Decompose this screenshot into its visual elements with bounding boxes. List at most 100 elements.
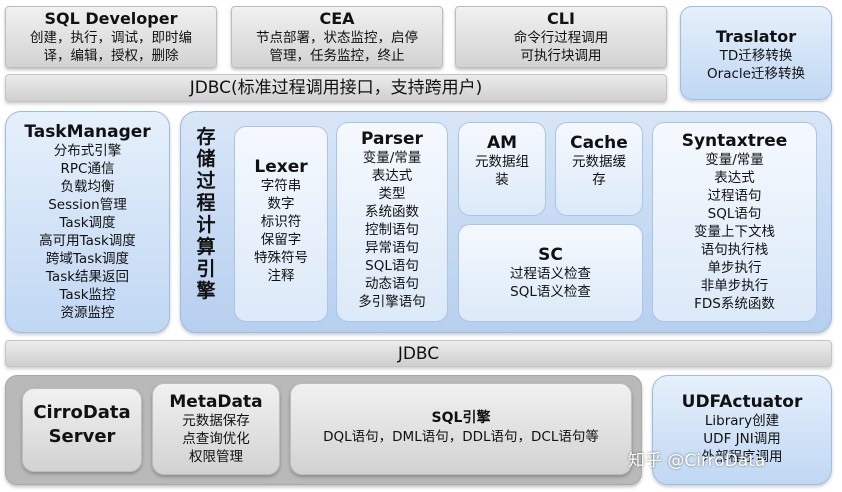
engine-char-4: 程 xyxy=(196,192,216,214)
parser-title: Parser xyxy=(361,129,423,149)
lexer-line-3: 标识符 xyxy=(260,214,302,230)
parser-line-2: 表达式 xyxy=(371,168,413,184)
engine-char-3: 过 xyxy=(196,170,216,192)
parser-box: Parser 变量/常量 表达式 类型 系统函数 控制语句 异常语句 SQL语句… xyxy=(336,122,448,322)
cea-box: CEA 节点部署，状态监控，启停 管理，任务监控，终止 xyxy=(231,6,443,68)
jdbc-mid-label: JDBC xyxy=(397,344,440,364)
parser-line-9: 多引擎语句 xyxy=(358,294,426,310)
sql-developer-title: SQL Developer xyxy=(44,9,178,28)
sc-title: SC xyxy=(538,245,563,265)
taskmanager-line-2: RPC通信 xyxy=(60,161,115,177)
sql-developer-line-1: 创建，执行，调试，即时编 xyxy=(30,30,192,46)
taskmanager-line-4: Session管理 xyxy=(48,197,127,213)
engine-char-8: 擎 xyxy=(196,280,216,302)
sql-developer-box: SQL Developer 创建，执行，调试，即时编 译，编辑，授权，删除 xyxy=(5,6,217,68)
translator-line-2: Oracle迁移转换 xyxy=(707,66,805,82)
lexer-title: Lexer xyxy=(254,157,308,177)
engine-char-1: 存 xyxy=(196,126,216,148)
cirrodata-line-1: CirroData xyxy=(33,402,131,423)
parser-line-7: SQL语句 xyxy=(365,258,419,274)
cache-line-1: 元数据缓 xyxy=(572,154,626,170)
taskmanager-line-1: 分布式引擎 xyxy=(53,143,122,159)
engine-char-6: 算 xyxy=(196,236,216,258)
metadata-line-3: 权限管理 xyxy=(189,449,243,465)
cirrodata-line-2: Server xyxy=(48,426,116,447)
cea-line-2: 管理，任务监控，终止 xyxy=(269,48,405,64)
taskmanager-line-6: 高可用Task调度 xyxy=(39,233,136,249)
parser-line-3: 类型 xyxy=(378,186,406,202)
cli-title: CLI xyxy=(547,9,575,28)
parser-line-1: 变量/常量 xyxy=(362,150,422,166)
metadata-line-2: 点查询优化 xyxy=(182,431,250,447)
lexer-line-1: 字符串 xyxy=(260,178,302,194)
syntaxtree-line-2: 表达式 xyxy=(714,170,755,186)
taskmanager-line-10: 资源监控 xyxy=(60,305,115,321)
lexer-box: Lexer 字符串 数字 标识符 保留字 特殊符号 注释 xyxy=(234,126,328,322)
engine-char-2: 储 xyxy=(196,148,216,170)
udfactuator-line-3: 外部程序调用 xyxy=(701,449,783,465)
cea-line-1: 节点部署，状态监控，启停 xyxy=(256,30,418,46)
taskmanager-title: TaskManager xyxy=(24,122,151,142)
taskmanager-line-7: 跨域Task调度 xyxy=(45,251,130,267)
parser-line-4: 系统函数 xyxy=(365,204,419,220)
udfactuator-line-2: UDF JNI调用 xyxy=(703,431,781,447)
syntaxtree-box: Syntaxtree 变量/常量 表达式 过程语句 SQL语句 变量上下文栈 语… xyxy=(652,122,817,322)
am-title: AM xyxy=(486,133,518,153)
am-line-2: 装 xyxy=(495,172,509,188)
sc-line-1: 过程语义检查 xyxy=(510,266,591,282)
syntaxtree-line-8: 非单步执行 xyxy=(700,278,769,294)
translator-box: Traslator TD迁移转换 Oracle迁移转换 xyxy=(680,6,832,100)
cirrodata-server-box: CirroData Server xyxy=(22,388,142,472)
parser-line-6: 异常语句 xyxy=(365,240,419,256)
cli-line-2: 可执行块调用 xyxy=(520,48,602,64)
sql-developer-line-2: 译，编辑，授权，删除 xyxy=(43,48,179,64)
cache-title: Cache xyxy=(570,133,628,153)
engine-vertical-label: 存 储 过 程 计 算 引 擎 xyxy=(192,126,220,322)
lexer-line-6: 注释 xyxy=(267,268,295,284)
sql-engine-title: SQL引擎 xyxy=(431,410,491,426)
sql-engine-line: DQL语句，DML语句，DDL语句，DCL语句等 xyxy=(323,429,599,445)
engine-char-7: 引 xyxy=(196,258,216,280)
syntaxtree-line-5: 变量上下文栈 xyxy=(694,224,775,240)
jdbc-top-band: JDBC(标准过程调用接口，支持跨用户) xyxy=(5,74,667,102)
syntaxtree-line-6: 语句执行栈 xyxy=(700,242,769,258)
udfactuator-title: UDFActuator xyxy=(681,392,803,412)
jdbc-mid-band: JDBC xyxy=(5,340,832,367)
lexer-line-2: 数字 xyxy=(267,196,295,212)
cache-line-2: 存 xyxy=(592,172,606,188)
syntaxtree-line-3: 过程语句 xyxy=(707,188,762,204)
watermark-text: 知乎 @CirroData xyxy=(628,451,766,471)
syntaxtree-line-4: SQL语句 xyxy=(707,206,762,222)
syntaxtree-line-7: 单步执行 xyxy=(707,260,762,276)
lexer-line-4: 保留字 xyxy=(260,232,302,248)
syntaxtree-line-1: 变量/常量 xyxy=(705,152,764,168)
metadata-box: MetaData 元数据保存 点查询优化 权限管理 xyxy=(152,383,280,475)
parser-line-8: 动态语句 xyxy=(365,276,419,292)
sc-line-2: SQL语义检查 xyxy=(510,284,591,300)
am-box: AM 元数据组 装 xyxy=(458,122,546,216)
sql-engine-box: SQL引擎 DQL语句，DML语句，DDL语句，DCL语句等 xyxy=(290,383,632,475)
sc-box: SC 过程语义检查 SQL语义检查 xyxy=(458,224,643,322)
jdbc-top-label: JDBC(标准过程调用接口，支持跨用户) xyxy=(189,78,483,98)
cli-line-1: 命令行过程调用 xyxy=(513,30,609,46)
cea-title: CEA xyxy=(319,9,355,28)
translator-line-1: TD迁移转换 xyxy=(719,48,793,64)
parser-line-5: 控制语句 xyxy=(365,222,419,238)
cli-box: CLI 命令行过程调用 可执行块调用 xyxy=(455,6,667,68)
taskmanager-line-9: Task监控 xyxy=(59,287,116,303)
syntaxtree-title: Syntaxtree xyxy=(681,131,788,151)
syntaxtree-line-9: FDS系统函数 xyxy=(694,296,775,312)
taskmanager-line-8: Task结果返回 xyxy=(45,269,130,285)
udfactuator-line-1: Library创建 xyxy=(704,413,780,429)
lexer-line-5: 特殊符号 xyxy=(254,250,308,266)
taskmanager-line-3: 负载均衡 xyxy=(60,179,115,195)
engine-char-5: 计 xyxy=(196,214,216,236)
cache-box: Cache 元数据缓 存 xyxy=(555,122,643,216)
taskmanager-line-5: Task调度 xyxy=(59,215,116,231)
metadata-title: MetaData xyxy=(169,392,263,412)
am-line-1: 元数据组 xyxy=(475,154,529,170)
translator-title: Traslator xyxy=(715,27,797,46)
udfactuator-box: UDFActuator Library创建 UDF JNI调用 外部程序调用 xyxy=(652,375,832,485)
metadata-line-1: 元数据保存 xyxy=(182,413,250,429)
taskmanager-box: TaskManager 分布式引擎 RPC通信 负载均衡 Session管理 T… xyxy=(5,111,170,333)
